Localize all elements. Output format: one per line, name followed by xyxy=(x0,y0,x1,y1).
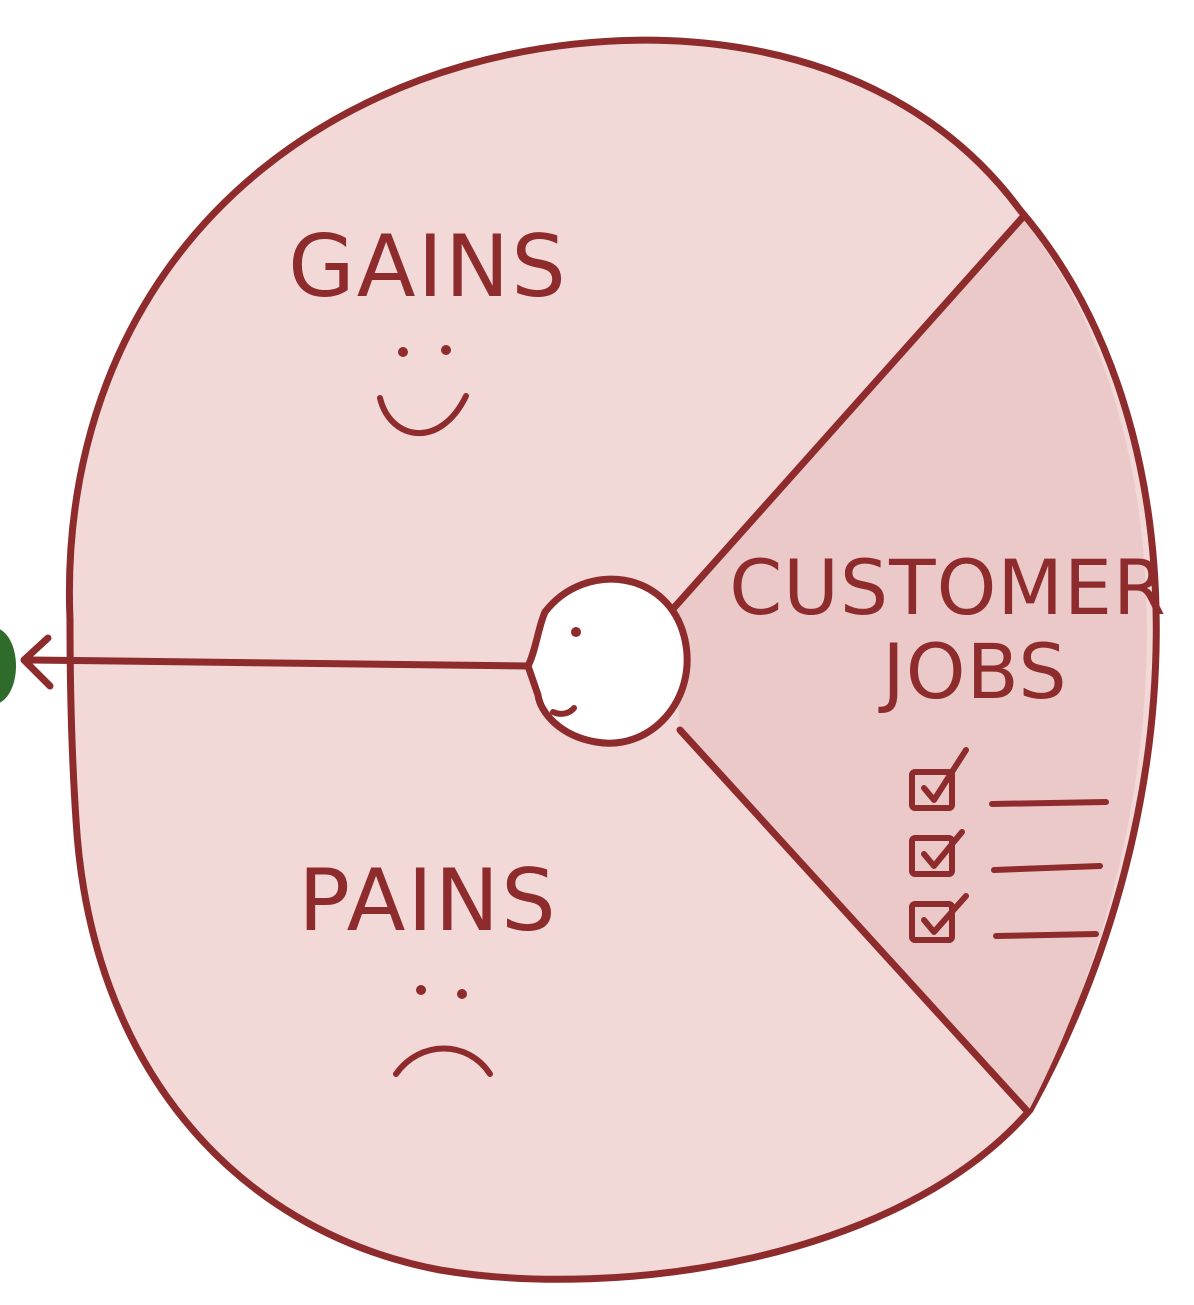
customer-head-icon xyxy=(528,579,687,743)
gains-label: GAINS xyxy=(288,217,568,317)
pains-label: PAINS xyxy=(298,851,557,951)
jobs-label-line1: CUSTOMER xyxy=(729,543,1167,632)
jobs-label-line2: JOBS xyxy=(878,627,1067,716)
green-edge-shape xyxy=(0,628,16,704)
